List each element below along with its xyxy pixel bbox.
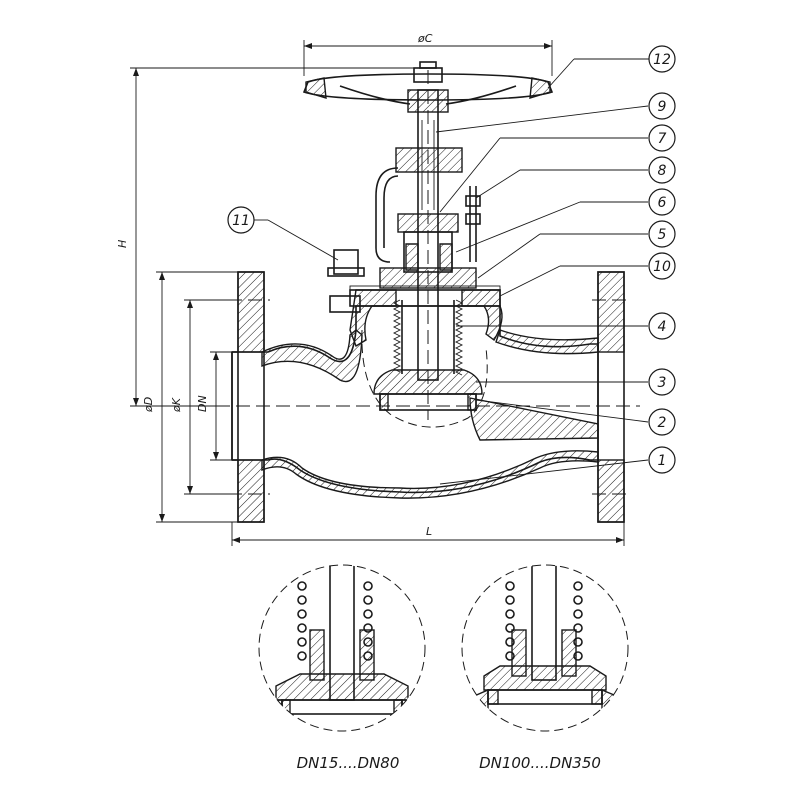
flange-right-bottom [597, 459, 625, 523]
dim-dn-label: DN [196, 395, 209, 412]
dim-d-label: øD [142, 397, 155, 413]
detail-small: DN15....DN80 [258, 564, 426, 772]
body-wall-lower [261, 450, 599, 499]
valve-assembly [216, 61, 640, 523]
bonnet-right [461, 289, 503, 342]
callout-7: 7 [658, 131, 667, 147]
callout-9: 9 [658, 99, 667, 115]
callout-1: 1 [658, 453, 667, 469]
dim-k-label: øK [170, 397, 183, 413]
callout-2: 2 [658, 415, 667, 431]
bonnet-left [349, 289, 397, 348]
flange-left-bottom [237, 459, 265, 523]
callout-8: 8 [658, 163, 667, 179]
callout-5: 5 [658, 227, 667, 243]
flange-right [597, 271, 625, 523]
callout-3: 3 [658, 375, 667, 391]
flange-left [237, 271, 265, 523]
callouts: 12 9 7 8 6 5 10 4 3 2 1 11 [227, 45, 676, 485]
spring-coils-left [297, 581, 373, 661]
dim-h-label: H [116, 240, 129, 248]
dimensions: øC H øD øK DN L [116, 32, 625, 546]
body-wall-upper [261, 329, 363, 383]
yoke-nut [395, 147, 463, 173]
detail-large: DN100....DN350 [461, 564, 629, 772]
detail-small-caption: DN15....DN80 [297, 754, 400, 772]
callout-6: 6 [658, 195, 667, 211]
callout-10: 10 [653, 259, 671, 275]
detail-large-caption: DN100....DN350 [479, 754, 601, 772]
stud-nut-right [465, 195, 481, 207]
spring-coils-right [505, 581, 583, 661]
dim-l-label: L [426, 525, 432, 538]
body-right-upper [495, 329, 599, 355]
callout-12: 12 [653, 52, 671, 68]
flange-right-top [597, 271, 625, 353]
yoke-arm [375, 167, 399, 263]
callout-11: 11 [232, 213, 250, 229]
valve-disc [373, 369, 483, 395]
callout-4: 4 [658, 319, 667, 335]
nut-11 [333, 249, 359, 275]
flange-left-top [237, 271, 265, 353]
bellows [392, 299, 464, 376]
handwheel [302, 61, 554, 105]
dim-c-label: øC [417, 32, 433, 45]
body-seat-wall [469, 397, 599, 441]
